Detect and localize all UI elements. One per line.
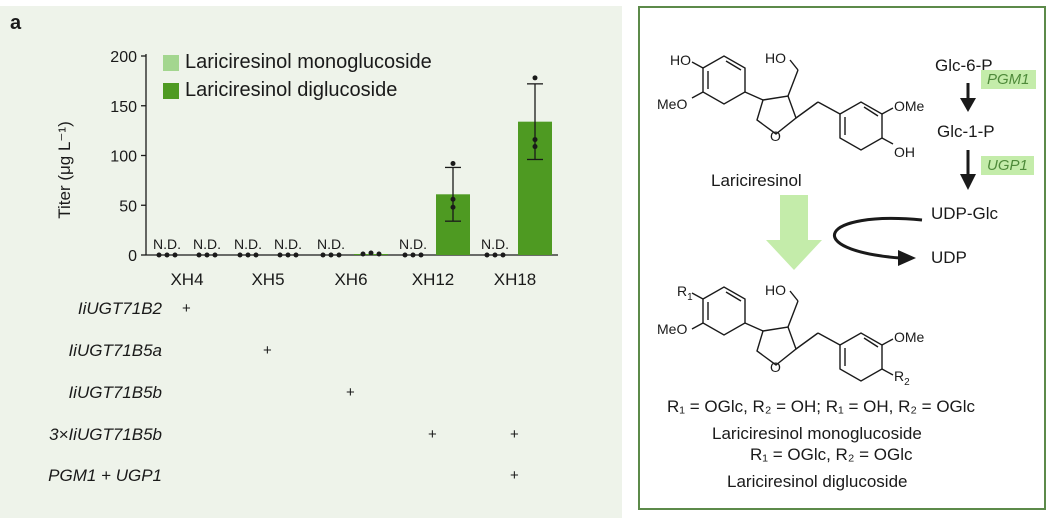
- udp-label: UDP: [931, 248, 967, 267]
- data-point: [418, 252, 424, 258]
- label-oh: OH: [894, 144, 915, 160]
- nd-annotation: N.D.: [399, 236, 427, 252]
- data-point: [368, 250, 374, 256]
- data-point: [293, 252, 299, 258]
- data-point: [450, 204, 456, 210]
- row-label: 3×IiUGT71B5b: [49, 425, 162, 444]
- data-point: [245, 252, 251, 258]
- legend-swatch-di: [163, 83, 179, 99]
- ugp1-enzyme: UGP1: [981, 156, 1034, 175]
- data-point: [410, 252, 416, 258]
- data-point: [376, 251, 382, 257]
- data-point: [532, 75, 538, 81]
- construct-mark: +: [428, 426, 437, 443]
- label-ho-prod: HO: [765, 282, 786, 298]
- label-ome-prod: OMe: [894, 329, 925, 345]
- ugt-arrow: [766, 195, 822, 270]
- x-tick-label: XH4: [170, 270, 203, 289]
- label-ome: OMe: [894, 98, 925, 114]
- data-point: [196, 252, 202, 258]
- product-structure: [691, 286, 894, 382]
- data-point: [237, 252, 243, 258]
- construct-mark: +: [510, 426, 519, 443]
- y-tick-label: 0: [128, 248, 137, 265]
- data-point: [253, 252, 259, 258]
- mono-definition: R₁ = OGlc, R₂ = OH; R₁ = OH, R₂ = OGlc: [667, 397, 976, 416]
- legend-label-di: Lariciresinol diglucoside: [185, 79, 398, 101]
- data-point: [285, 252, 291, 258]
- data-point: [204, 252, 210, 258]
- data-point: [164, 252, 170, 258]
- data-point: [500, 252, 506, 258]
- label-r2: R2: [894, 368, 910, 388]
- panel-letter: a: [10, 12, 22, 34]
- data-point: [360, 251, 366, 257]
- data-point: [172, 252, 178, 258]
- nd-annotation: N.D.: [274, 236, 302, 252]
- data-point: [277, 252, 283, 258]
- label-meo-left: MeO: [657, 96, 688, 112]
- construct-mark: +: [346, 384, 355, 401]
- y-tick-label: 100: [110, 149, 137, 166]
- lariciresinol-structure: [691, 55, 894, 151]
- ugt-enzyme: UGT: [765, 205, 782, 237]
- di-name: Lariciresinol diglucoside: [727, 472, 908, 491]
- udpglc-label: UDP-Glc: [931, 204, 999, 223]
- label-ho-ch2: HO: [765, 50, 786, 66]
- legend-swatch-mono: [163, 55, 179, 71]
- nd-annotation: N.D.: [481, 236, 509, 252]
- data-point: [156, 252, 162, 258]
- data-point: [402, 252, 408, 258]
- label-meo-prod: MeO: [657, 321, 688, 337]
- construct-mark: +: [510, 467, 519, 484]
- label-o-ring: O: [770, 128, 781, 144]
- x-tick-label: XH5: [251, 270, 284, 289]
- data-point: [336, 252, 342, 258]
- row-label: IiUGT71B2: [77, 299, 162, 318]
- nd-annotation: N.D.: [234, 236, 262, 252]
- data-point: [532, 144, 538, 150]
- y-tick-label: 150: [110, 99, 137, 116]
- data-point: [492, 252, 498, 258]
- data-point: [532, 137, 538, 143]
- legend-label-mono: Lariciresinol monoglucoside: [185, 51, 432, 73]
- nd-annotation: N.D.: [193, 236, 221, 252]
- pathway-panel: [638, 6, 1046, 510]
- data-point: [450, 196, 456, 202]
- udp-curve-arrow: [833, 216, 923, 260]
- substrate-name: Lariciresinol: [711, 171, 802, 190]
- data-point: [450, 160, 456, 166]
- data-point: [320, 252, 326, 258]
- chart-panel: [0, 6, 622, 518]
- data-point: [484, 252, 490, 258]
- label-r1: R1: [677, 283, 693, 303]
- row-label: IiUGT71B5b: [68, 383, 162, 402]
- y-tick-label: 200: [110, 49, 137, 66]
- nd-annotation: N.D.: [317, 236, 345, 252]
- row-label: PGM1 + UGP1: [48, 466, 162, 485]
- data-point: [212, 252, 218, 258]
- x-tick-label: XH12: [412, 270, 455, 289]
- row-label: IiUGT71B5a: [68, 341, 162, 360]
- glc1p-label: Glc-1-P: [937, 122, 995, 141]
- di-definition: R₁ = OGlc, R₂ = OGlc: [750, 445, 913, 464]
- x-tick-label: XH18: [494, 270, 537, 289]
- label-o-ring-prod: O: [770, 359, 781, 375]
- construct-mark: +: [182, 300, 191, 317]
- construct-mark: +: [263, 342, 272, 359]
- mono-name: Lariciresinol monoglucoside: [712, 424, 922, 443]
- label-ho-top: HO: [670, 52, 691, 68]
- data-point: [328, 252, 334, 258]
- x-tick-label: XH6: [334, 270, 367, 289]
- glc6p-label: Glc-6-P: [935, 56, 993, 75]
- nd-annotation: N.D.: [153, 236, 181, 252]
- pgm1-enzyme: PGM1: [981, 70, 1036, 89]
- y-tick-label: 50: [119, 198, 137, 215]
